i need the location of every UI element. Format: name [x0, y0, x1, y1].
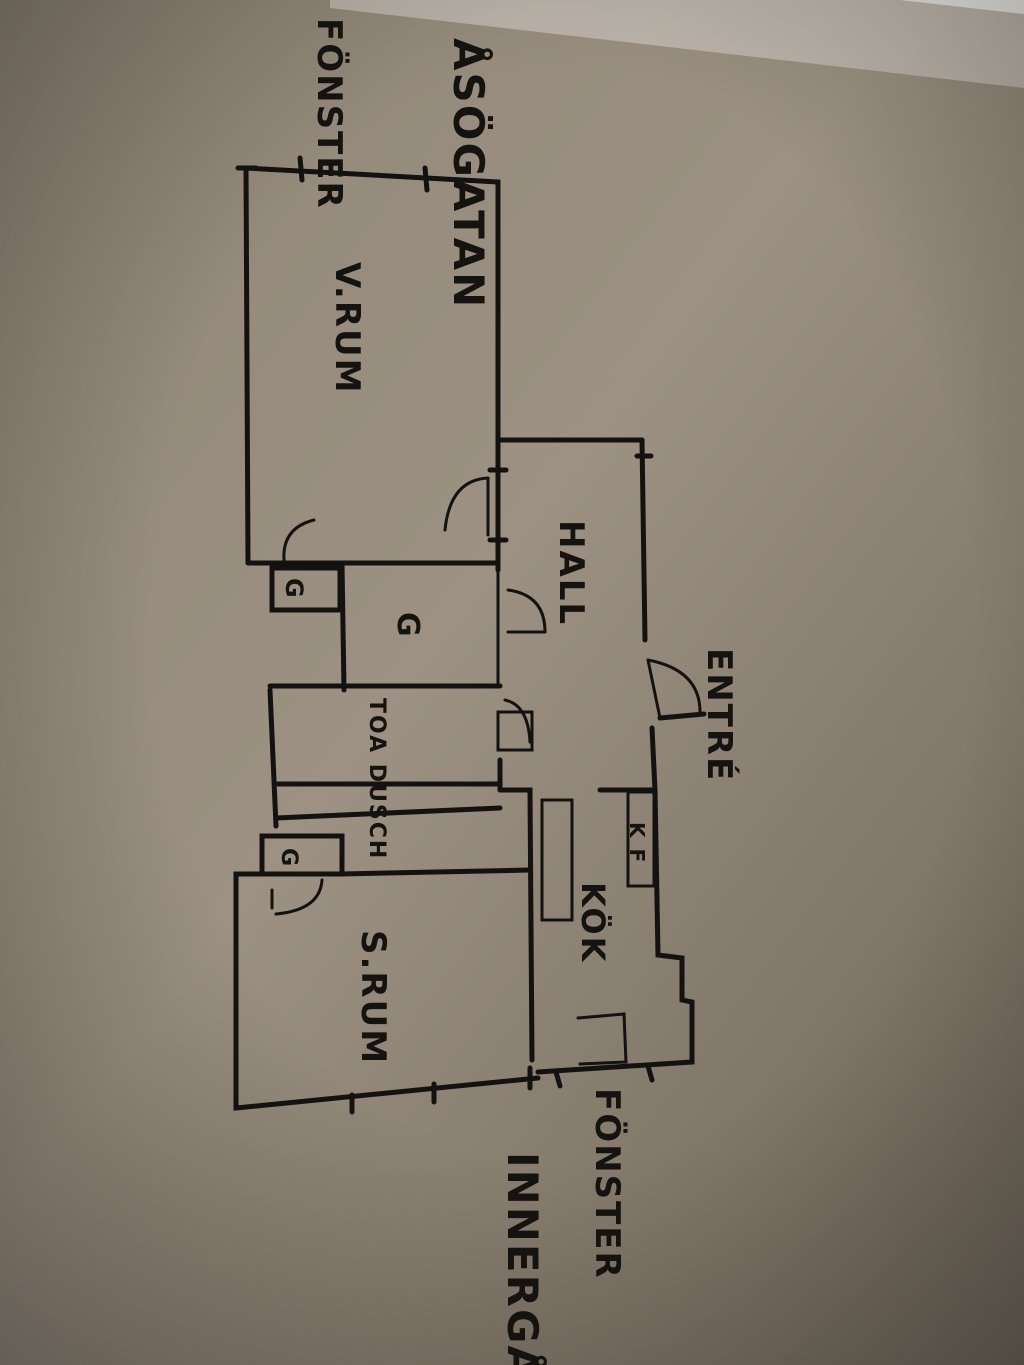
hall-label: HALL — [551, 520, 591, 626]
door-swing-entrance — [646, 658, 707, 721]
closet-label: G — [390, 612, 425, 639]
living-room-walls — [235, 155, 645, 573]
bedroom-closet-label: G — [276, 848, 301, 868]
bedroom-walls — [233, 833, 541, 1115]
small-closet-walls — [245, 518, 345, 613]
courtyard-label: INNERGÅR — [498, 1152, 548, 1365]
toilet-shower-walls — [267, 687, 534, 829]
living-room-label: V.RUM — [327, 262, 367, 394]
entrance-label: ENTRÉ — [699, 648, 740, 782]
street-label: ÅSÖGATAN — [444, 38, 494, 309]
hall-walls — [496, 437, 658, 793]
window-label-bottom: FÖNSTER — [587, 1088, 628, 1280]
fridge-freezer-label: K F — [625, 822, 649, 864]
small-closet-label: G — [280, 578, 308, 600]
kitchen-label: KÖK — [574, 882, 612, 963]
bedroom-label: S.RUM — [353, 930, 393, 1065]
kitchen-walls — [497, 787, 695, 1089]
door-swing-living-room — [443, 467, 509, 543]
window-label-top: FÖNSTER — [309, 18, 350, 210]
door-swing-closet — [506, 588, 547, 634]
toilet-shower-label: TOA DUSCH — [364, 698, 389, 860]
